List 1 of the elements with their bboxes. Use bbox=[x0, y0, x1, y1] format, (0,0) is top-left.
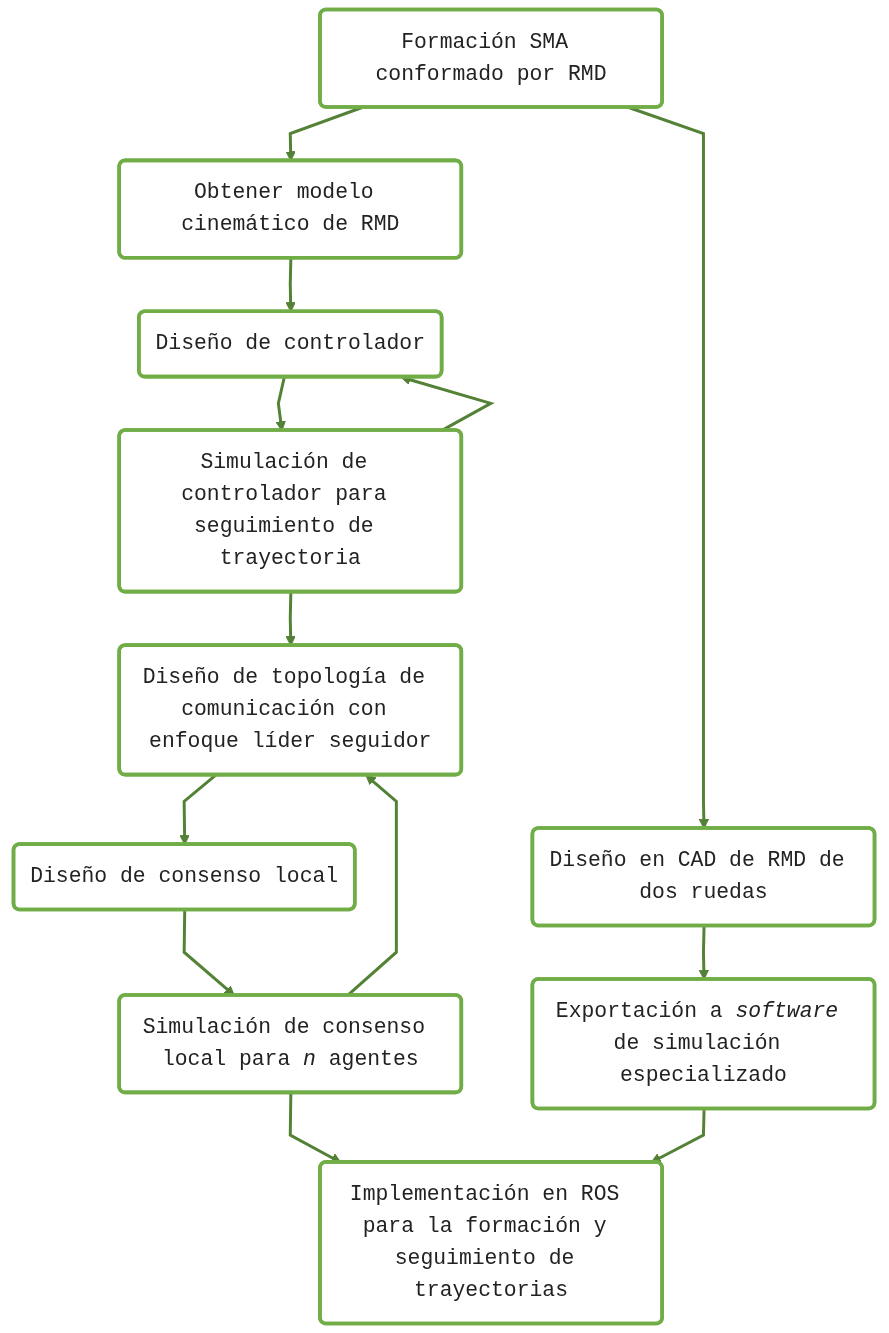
arrow bbox=[651, 1109, 706, 1163]
